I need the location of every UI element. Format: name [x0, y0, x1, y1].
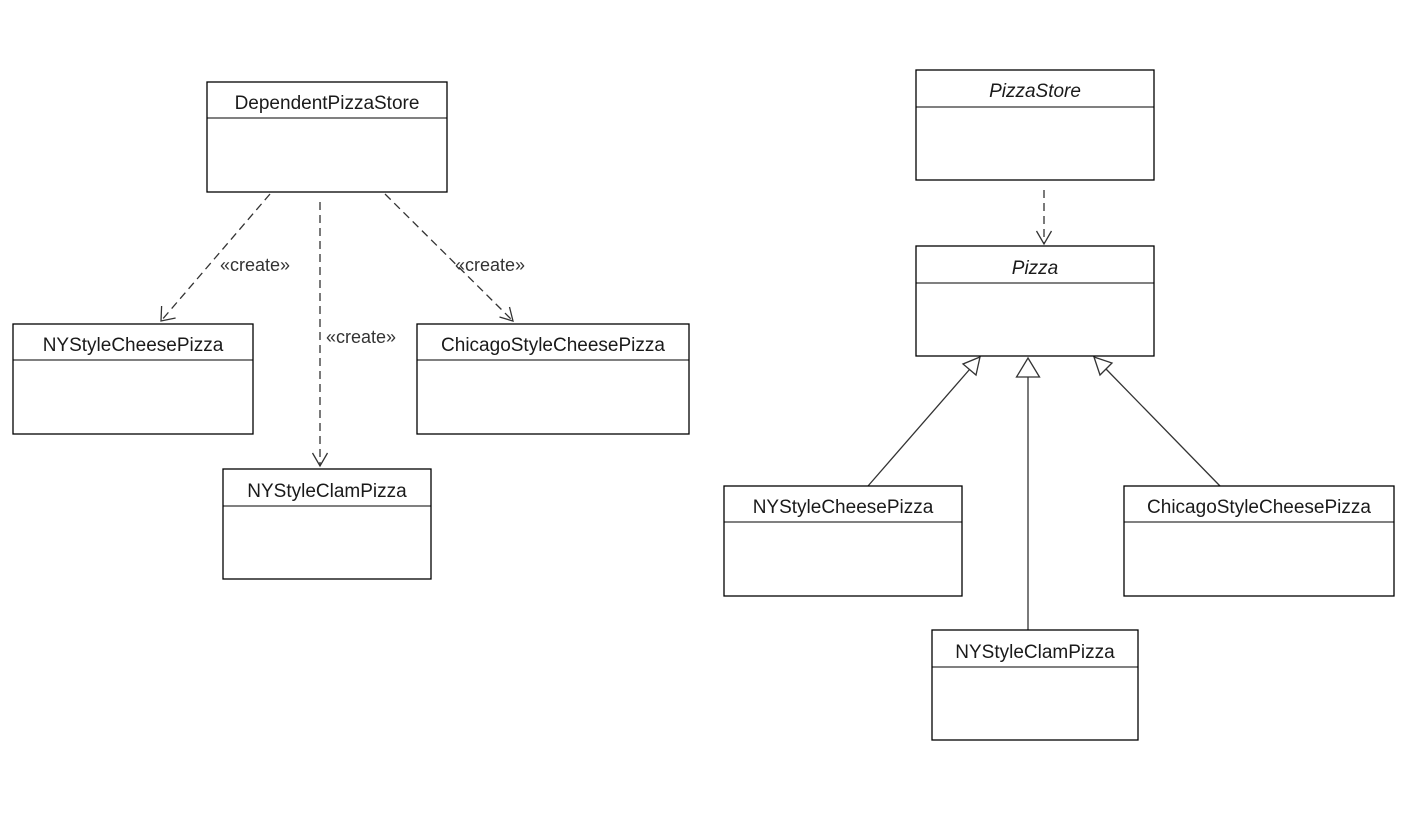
- class-name: DependentPizzaStore: [235, 93, 420, 114]
- stereotype-label: «create»: [326, 327, 396, 347]
- class-name: PizzaStore: [989, 81, 1081, 102]
- class-ny-style-cheese-pizza[interactable]: NYStyleCheesePizza: [12, 323, 254, 435]
- right-diagram: PizzaStore Pizza NYStyleCheesePizza NYSt…: [723, 69, 1395, 741]
- dependency-store-to-ny-cheese[interactable]: [160, 193, 271, 322]
- class-dependent-pizza-store[interactable]: DependentPizzaStore: [206, 81, 448, 193]
- class-ny-style-clam-pizza[interactable]: NYStyleClamPizza: [931, 629, 1139, 741]
- class-ny-style-cheese-pizza[interactable]: NYStyleCheesePizza: [723, 485, 963, 597]
- generalization-ny-clam-to-pizza[interactable]: [1015, 356, 1041, 630]
- class-chicago-style-cheese-pizza[interactable]: ChicagoStyleCheesePizza: [1123, 485, 1395, 597]
- class-name: NYStyleClamPizza: [247, 481, 407, 502]
- class-pizza[interactable]: Pizza: [915, 245, 1155, 357]
- generalization-ny-cheese-to-pizza[interactable]: [867, 355, 981, 487]
- class-name: NYStyleClamPizza: [955, 642, 1115, 663]
- class-name: Pizza: [1012, 258, 1058, 279]
- class-ny-style-clam-pizza[interactable]: NYStyleClamPizza: [222, 468, 432, 580]
- dependency-pizza-store-to-pizza[interactable]: [1035, 190, 1053, 246]
- class-chicago-style-cheese-pizza[interactable]: ChicagoStyleCheesePizza: [416, 323, 690, 435]
- dependency-store-to-ny-clam[interactable]: [311, 202, 329, 468]
- class-name: ChicagoStyleCheesePizza: [1147, 497, 1371, 518]
- dependency-store-to-chicago-cheese[interactable]: [384, 193, 514, 322]
- stereotype-label: «create»: [220, 255, 290, 275]
- class-name: ChicagoStyleCheesePizza: [441, 335, 665, 356]
- stereotype-label: «create»: [455, 255, 525, 275]
- class-pizza-store[interactable]: PizzaStore: [915, 69, 1155, 181]
- class-name: NYStyleCheesePizza: [753, 497, 934, 518]
- class-name: NYStyleCheesePizza: [43, 335, 224, 356]
- left-diagram: «create» «create» «create» DependentPizz…: [12, 81, 690, 580]
- generalization-chicago-cheese-to-pizza[interactable]: [1092, 355, 1221, 487]
